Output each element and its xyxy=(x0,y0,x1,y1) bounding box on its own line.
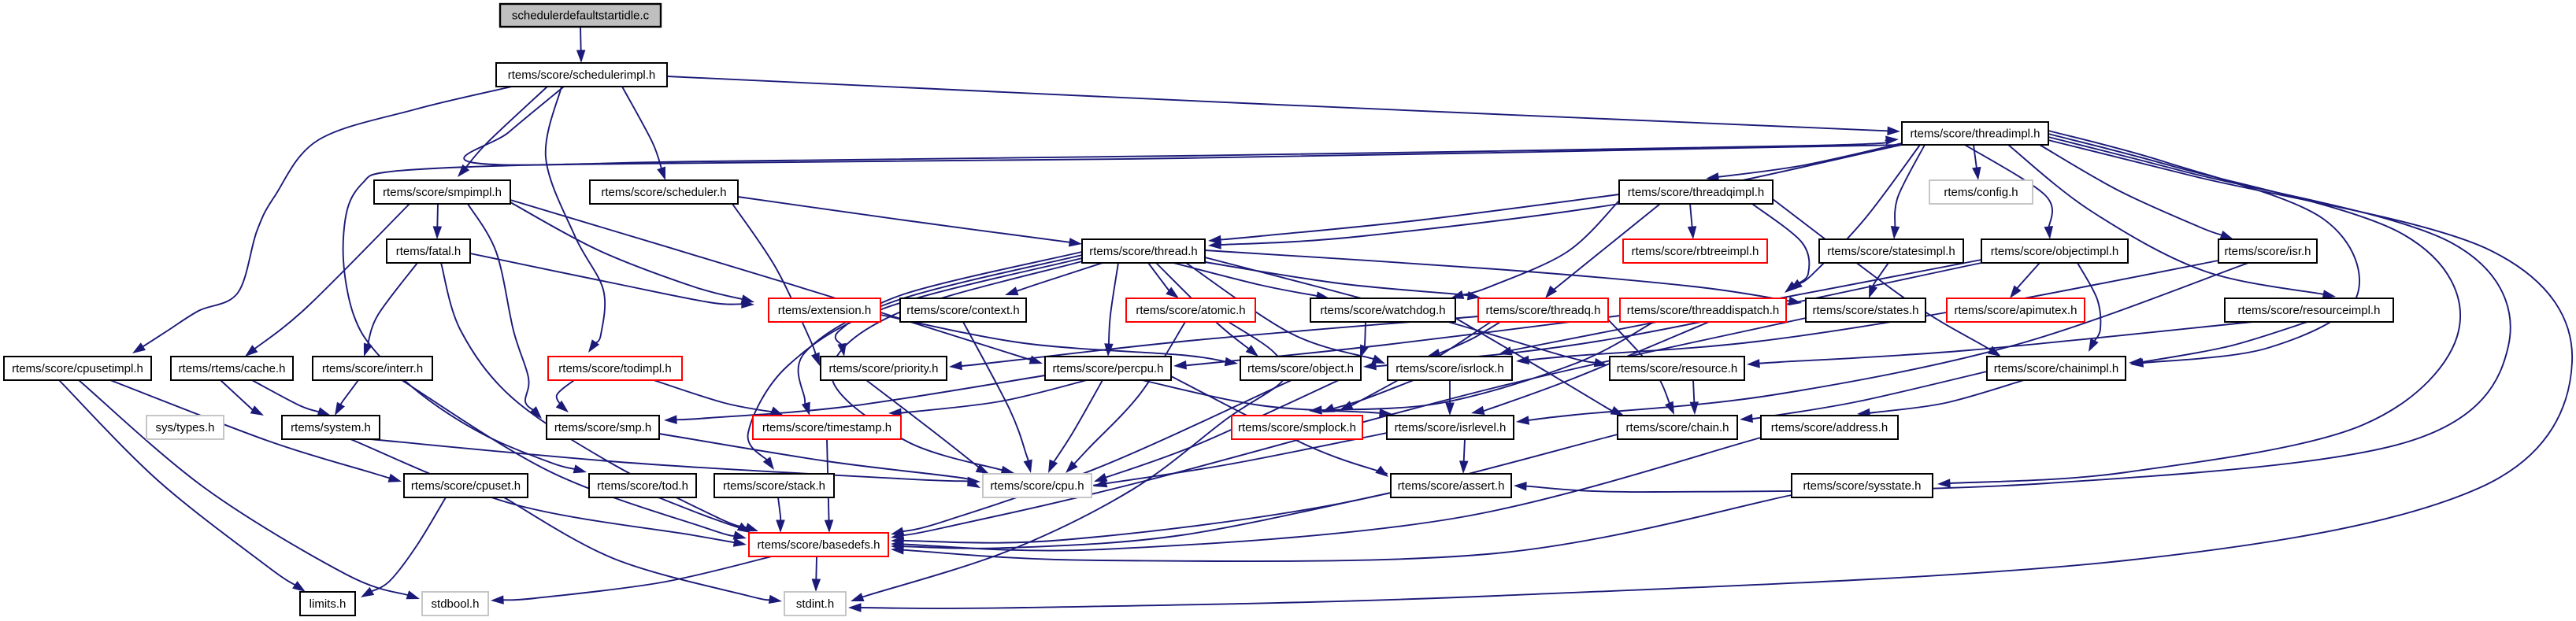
svg-text:rtems/score/address.h: rtems/score/address.h xyxy=(1771,421,1888,434)
svg-text:rtems/score/objectimpl.h: rtems/score/objectimpl.h xyxy=(1991,245,2119,258)
svg-text:rtems/score/scheduler.h: rtems/score/scheduler.h xyxy=(601,186,726,199)
svg-text:rtems/score/isrlevel.h: rtems/score/isrlevel.h xyxy=(1395,421,1507,434)
svg-text:rtems/score/percpu.h: rtems/score/percpu.h xyxy=(1053,362,1164,375)
svg-text:rtems/score/atomic.h: rtems/score/atomic.h xyxy=(1136,304,1245,317)
svg-text:rtems/score/isr.h: rtems/score/isr.h xyxy=(2224,245,2311,258)
svg-text:stdbool.h: stdbool.h xyxy=(432,597,480,611)
svg-text:rtems/score/stack.h: rtems/score/stack.h xyxy=(723,479,825,493)
svg-text:rtems/score/apimutex.h: rtems/score/apimutex.h xyxy=(1955,304,2077,317)
svg-text:rtems/score/object.h: rtems/score/object.h xyxy=(1247,362,1354,375)
svg-text:rtems/score/tod.h: rtems/score/tod.h xyxy=(597,479,688,493)
svg-text:rtems/score/threadimpl.h: rtems/score/threadimpl.h xyxy=(1910,128,2040,141)
svg-text:rtems/score/threadq.h: rtems/score/threadq.h xyxy=(1486,304,1601,317)
svg-text:rtems/score/smp.h: rtems/score/smp.h xyxy=(554,421,651,434)
svg-text:limits.h: limits.h xyxy=(309,597,347,611)
svg-text:rtems/score/states.h: rtems/score/states.h xyxy=(1812,304,1918,317)
svg-text:rtems/score/thread.h: rtems/score/thread.h xyxy=(1089,245,1198,258)
svg-text:rtems/score/smpimpl.h: rtems/score/smpimpl.h xyxy=(383,186,502,199)
svg-text:rtems/score/resourceimpl.h: rtems/score/resourceimpl.h xyxy=(2238,304,2381,317)
svg-text:rtems/score/statesimpl.h: rtems/score/statesimpl.h xyxy=(1827,245,1955,258)
svg-text:stdint.h: stdint.h xyxy=(796,597,834,611)
svg-text:rtems/score/watchdog.h: rtems/score/watchdog.h xyxy=(1320,304,1445,317)
svg-text:rtems/rtems/cache.h: rtems/rtems/cache.h xyxy=(179,362,286,375)
svg-text:rtems/score/assert.h: rtems/score/assert.h xyxy=(1398,479,1505,493)
svg-text:rtems/score/timestamp.h: rtems/score/timestamp.h xyxy=(762,421,891,434)
svg-text:rtems/score/threadqimpl.h: rtems/score/threadqimpl.h xyxy=(1628,186,1764,199)
svg-text:rtems/score/interr.h: rtems/score/interr.h xyxy=(322,362,423,375)
svg-text:rtems/config.h: rtems/config.h xyxy=(1944,186,2018,199)
svg-text:rtems/score/isrlock.h: rtems/score/isrlock.h xyxy=(1395,362,1504,375)
svg-text:rtems/extension.h: rtems/extension.h xyxy=(778,304,871,317)
svg-text:rtems/score/threaddispatch.h: rtems/score/threaddispatch.h xyxy=(1627,304,1779,317)
svg-text:rtems/score/todimpl.h: rtems/score/todimpl.h xyxy=(558,362,671,375)
svg-text:rtems/score/cpuset.h: rtems/score/cpuset.h xyxy=(411,479,521,493)
svg-text:rtems/score/basedefs.h: rtems/score/basedefs.h xyxy=(758,538,880,552)
svg-text:sys/types.h: sys/types.h xyxy=(155,421,214,434)
svg-text:rtems/score/priority.h: rtems/score/priority.h xyxy=(829,362,939,375)
svg-text:rtems/score/smplock.h: rtems/score/smplock.h xyxy=(1238,421,1356,434)
svg-text:rtems/score/cpusetimpl.h: rtems/score/cpusetimpl.h xyxy=(12,362,143,375)
svg-text:rtems/fatal.h: rtems/fatal.h xyxy=(396,245,461,258)
svg-text:rtems/score/cpu.h: rtems/score/cpu.h xyxy=(990,479,1084,493)
svg-text:rtems/score/resource.h: rtems/score/resource.h xyxy=(1617,362,1737,375)
svg-text:rtems/score/context.h: rtems/score/context.h xyxy=(906,304,1019,317)
svg-text:rtems/score/chain.h: rtems/score/chain.h xyxy=(1626,421,1729,434)
svg-text:rtems/score/rbtreeimpl.h: rtems/score/rbtreeimpl.h xyxy=(1632,245,1759,258)
svg-text:rtems/system.h: rtems/system.h xyxy=(291,421,371,434)
svg-text:rtems/score/sysstate.h: rtems/score/sysstate.h xyxy=(1803,479,1921,493)
svg-text:rtems/score/schedulerimpl.h: rtems/score/schedulerimpl.h xyxy=(508,68,656,82)
svg-text:schedulerdefaultstartidle.c: schedulerdefaultstartidle.c xyxy=(512,9,650,23)
svg-text:rtems/score/chainimpl.h: rtems/score/chainimpl.h xyxy=(1994,362,2118,375)
